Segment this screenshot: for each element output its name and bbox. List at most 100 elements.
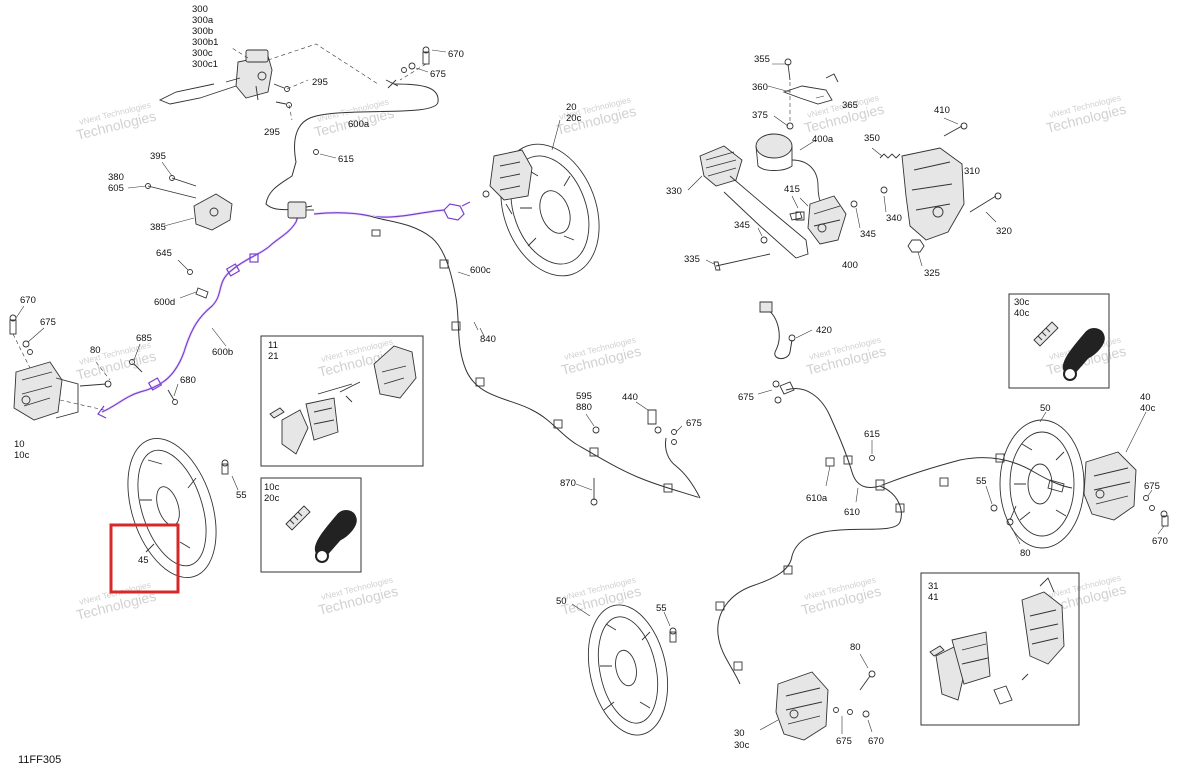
- rear-brake-disc-50[interactable]: [999, 419, 1085, 549]
- rear-master-cylinder-400[interactable]: [789, 195, 847, 245]
- bolt-80-lower[interactable]: [859, 653, 876, 691]
- rear-caliper-40[interactable]: [1083, 451, 1137, 521]
- part-label: 600b: [212, 347, 233, 358]
- part-label: 400: [842, 260, 858, 271]
- part-label: 10c: [264, 482, 280, 493]
- part-label: 295: [312, 77, 328, 88]
- highlighted-brake-line-600b[interactable]: [97, 201, 471, 419]
- watermark: vNext Technologies Technologies: [1044, 92, 1127, 136]
- cap-355-360-365[interactable]: [782, 58, 839, 130]
- part-label: 610a: [806, 493, 828, 504]
- bolt-320[interactable]: [969, 192, 1002, 223]
- part-label: 595: [576, 391, 592, 402]
- front-brake-disc-20[interactable]: [484, 130, 617, 289]
- banjo-675-670-lower[interactable]: [833, 707, 873, 735]
- clip-615[interactable]: [313, 149, 337, 159]
- part-label: 645: [156, 248, 172, 259]
- watermark: vNext Technologies Technologies: [559, 574, 642, 618]
- part-label: 50: [1040, 403, 1051, 414]
- part-label: 375: [752, 110, 768, 121]
- part-label: 300a: [192, 15, 214, 26]
- part-label: 300c: [192, 48, 213, 59]
- part-label: 31: [928, 581, 939, 592]
- part-label: 670: [868, 736, 884, 747]
- brake-disc-45[interactable]: [112, 427, 233, 589]
- part-label: 320: [996, 226, 1012, 237]
- part-label: 335: [684, 254, 700, 265]
- part-label: 80: [850, 642, 861, 653]
- nut-325[interactable]: [907, 239, 925, 267]
- bracket-310[interactable]: [901, 147, 965, 241]
- part-label: 605: [108, 183, 124, 194]
- fittings-675-right[interactable]: [757, 380, 782, 404]
- pin-335[interactable]: [705, 253, 771, 271]
- fitting-600d[interactable]: [179, 287, 209, 299]
- part-label: 340: [886, 213, 902, 224]
- part-label: 685: [136, 333, 152, 344]
- diagram-code: 11FF305: [18, 754, 62, 766]
- banjo-bolt-670-675-left[interactable]: [9, 314, 33, 369]
- part-label: 410: [934, 105, 950, 116]
- banjo-675-670-rear[interactable]: [1143, 489, 1169, 535]
- part-label: 300c1: [192, 59, 218, 70]
- part-labels: 300 300a 300b 300b1 300c 300c1 295 295 6…: [14, 4, 1168, 751]
- disc-bolt-55-lower[interactable]: [663, 611, 677, 643]
- part-label: 330: [666, 186, 682, 197]
- inset-bleeder-30c-40c: [1008, 293, 1110, 389]
- bolt-410[interactable]: [943, 117, 968, 137]
- part-label: 50: [556, 596, 567, 607]
- bolts-380-395[interactable]: [145, 175, 197, 199]
- part-label: 41: [928, 592, 939, 603]
- bolt-595-880[interactable]: [585, 413, 600, 434]
- part-label: 675: [430, 69, 446, 80]
- part-label: 55: [236, 490, 247, 501]
- part-label: 40: [1140, 392, 1151, 403]
- bolts-55-80-rear[interactable]: [985, 485, 1021, 545]
- junction-block[interactable]: [287, 201, 314, 219]
- part-label: 20c: [264, 493, 280, 504]
- disc-bolt-55[interactable]: [221, 459, 239, 491]
- fitting-440[interactable]: [635, 401, 683, 445]
- part-label: 675: [738, 392, 754, 403]
- part-label: 395: [150, 151, 166, 162]
- watermark: vNext Technologies Technologies: [316, 574, 399, 618]
- part-label: 440: [622, 392, 638, 403]
- part-label: 380: [108, 172, 124, 183]
- washer-340-345[interactable]: [757, 186, 888, 244]
- master-cylinder-screws[interactable]: [273, 83, 292, 108]
- part-label: 360: [752, 82, 768, 93]
- spring-350[interactable]: [871, 147, 901, 159]
- brake-line-610[interactable]: [715, 381, 1073, 685]
- part-label: 675: [1144, 481, 1160, 492]
- highlight-box-45[interactable]: [109, 523, 180, 594]
- rear-brake-disc-50-lower[interactable]: [577, 598, 679, 743]
- part-label: 55: [656, 603, 667, 614]
- handlebar-master-cylinder[interactable]: [158, 49, 273, 105]
- part-label: 55: [976, 476, 987, 487]
- brake-line-420[interactable]: [759, 301, 796, 360]
- bolt-870[interactable]: [575, 478, 598, 506]
- part-label: 350: [864, 133, 880, 144]
- watermark: vNext Technologies Technologies: [559, 334, 642, 378]
- watermark: vNext Technologies Technologies: [799, 574, 882, 618]
- watermark: vNext Technologies Technologies: [312, 96, 395, 140]
- brake-line-600c[interactable]: [369, 214, 701, 500]
- brake-line-600a[interactable]: [264, 79, 440, 211]
- front-caliper-20[interactable]: [482, 149, 533, 215]
- part-label: 45: [138, 555, 149, 566]
- part-label: 670: [20, 295, 36, 306]
- bracket-385[interactable]: [193, 193, 233, 231]
- front-left-caliper-10[interactable]: [13, 361, 79, 421]
- part-label: 365: [842, 100, 858, 111]
- rear-caliper-30[interactable]: [775, 671, 829, 741]
- part-label: 310: [964, 166, 980, 177]
- banjo-bolt-670-675-top[interactable]: [399, 46, 430, 81]
- part-label: 295: [264, 127, 280, 138]
- clip-645[interactable]: [177, 259, 193, 275]
- bolts-80-685-680[interactable]: [59, 359, 178, 411]
- brake-pedal-330[interactable]: [699, 145, 809, 259]
- clevis-415[interactable]: [791, 195, 805, 221]
- clip-615-right[interactable]: [869, 440, 875, 461]
- part-label: 675: [686, 418, 702, 429]
